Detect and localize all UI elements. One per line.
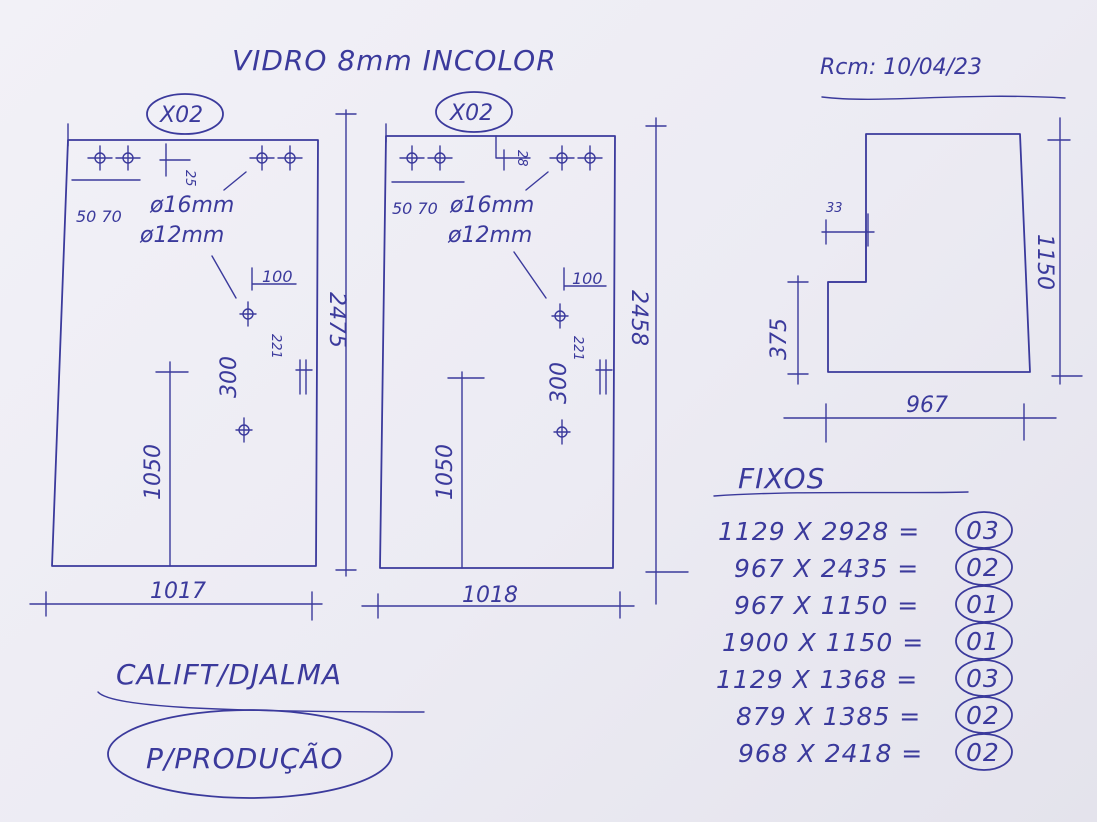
- fixos-dims: 1129 X 1368 =: [716, 665, 918, 694]
- offset-label: 25: [182, 170, 197, 187]
- fixos-qty: 03: [966, 664, 1000, 693]
- fixos-qty: 01: [966, 627, 1000, 656]
- notch-dim: 33: [826, 201, 843, 216]
- fixos-qty: 02: [966, 738, 1000, 767]
- fixos-dims: 1900 X 1150 =: [722, 628, 924, 657]
- dia-large: ø16mm: [149, 193, 234, 218]
- fixos-dims: 879 X 1385 =: [736, 702, 921, 731]
- qty-circle: [435, 91, 513, 133]
- fixos-qty: 02: [966, 553, 1000, 582]
- qty-circle: [955, 511, 1013, 549]
- panel-height: 2475: [324, 292, 349, 348]
- destination-circle: [107, 709, 393, 799]
- spacing-100: 100: [572, 269, 603, 288]
- qty-circle: [955, 622, 1013, 660]
- panel-right: X02 28 50 70 ø16mm ø12mm 100 300 221 105…: [361, 91, 689, 619]
- fixos-dims: 967 X 2435 =: [734, 554, 919, 583]
- fixos-dims: 1129 X 2928 =: [718, 517, 920, 546]
- height-1050: 1050: [141, 444, 166, 500]
- panel-left: X02 25 50 70 ø16mm ø12mm 100 300 221 105…: [29, 93, 357, 621]
- qty-circle: [955, 585, 1013, 623]
- width-dim: 967: [906, 393, 948, 418]
- height-1050: 1050: [433, 444, 458, 500]
- panel-outline: [379, 135, 616, 569]
- panel-height: 2458: [626, 290, 651, 346]
- fixos-row: 879 X 1385 = 02: [736, 696, 1013, 734]
- destination: P/PRODUÇÃO: [146, 742, 344, 775]
- qty-circle: [955, 696, 1013, 734]
- fixos-qty: 02: [966, 701, 1000, 730]
- fixos-qty: 01: [966, 590, 1000, 619]
- panel-qty: X02: [449, 101, 493, 126]
- client-name: CALIFT/DJALMA: [116, 658, 342, 691]
- fixos-dims: 967 X 1150 =: [734, 591, 919, 620]
- fixos-row: 968 X 2418 = 02: [738, 733, 1013, 771]
- qty-circle: [955, 548, 1013, 586]
- dim-221: 221: [268, 334, 283, 359]
- dia-small: ø12mm: [447, 223, 532, 248]
- hole-markers: [87, 143, 313, 443]
- fixos-dims: 968 X 2418 =: [738, 739, 923, 768]
- qty-circle: [146, 93, 224, 135]
- fixos-row: 967 X 1150 = 01: [734, 585, 1013, 623]
- qty-circle: [955, 733, 1013, 771]
- hole-markers: [399, 135, 613, 445]
- fixos-title: FIXOS: [738, 462, 825, 495]
- fixos-row: 1129 X 1368 = 03: [716, 659, 1013, 697]
- hole-spacing: 50 70: [76, 207, 122, 226]
- hole-spacing: 50 70: [392, 199, 438, 218]
- fixos-row: 1129 X 2928 = 03: [718, 511, 1013, 549]
- side-dim: 375: [767, 318, 792, 360]
- qty-circle: [955, 659, 1013, 697]
- fixos-qty: 03: [966, 516, 1000, 545]
- l-shape-piece: 33 375 1150 967: [767, 117, 1083, 443]
- fixos-row: 1900 X 1150 = 01: [722, 622, 1013, 660]
- dia-small: ø12mm: [139, 223, 224, 248]
- offset-label: 28: [514, 150, 529, 167]
- dim-221: 221: [570, 336, 585, 361]
- l-shape-outline: [827, 133, 1031, 373]
- title: VIDRO 8mm INCOLOR: [232, 44, 557, 77]
- fixos-row: 967 X 2435 = 02: [734, 548, 1013, 586]
- dim-300: 300: [217, 356, 242, 398]
- height-dim: 1150: [1032, 234, 1057, 290]
- date: Rcm: 10/04/23: [820, 55, 982, 80]
- dia-large: ø16mm: [449, 193, 534, 218]
- panel-qty: X02: [159, 103, 203, 128]
- spacing-100: 100: [262, 267, 293, 286]
- panel-outline: [51, 139, 319, 567]
- panel-width: 1018: [462, 583, 518, 608]
- panel-width: 1017: [150, 579, 206, 604]
- date-underline: [821, 95, 1066, 100]
- dim-300: 300: [547, 362, 572, 404]
